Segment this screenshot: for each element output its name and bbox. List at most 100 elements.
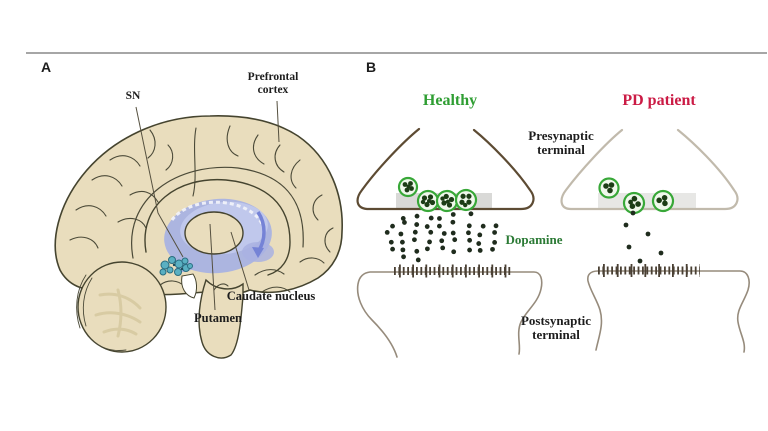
dopamine-molecule-dot <box>490 246 495 252</box>
annotation-pointer-lines <box>135 100 280 311</box>
dopamine-molecule-dot <box>645 231 651 237</box>
cerebellum-arbor-vitae <box>94 288 142 338</box>
healthy-dopamine-cloud <box>384 211 499 263</box>
presynaptic-terminal-label-line2: terminal <box>537 142 585 158</box>
dopamine-molecule-dot <box>477 248 483 253</box>
panel-a-label: A <box>41 59 52 75</box>
cerebellum <box>76 261 167 353</box>
dopamine-molecule-dot <box>637 258 643 264</box>
thalamus-hole <box>184 211 244 255</box>
postsynaptic-terminal-label-line2: terminal <box>532 327 580 343</box>
dopamine-molecule-dot <box>415 257 421 263</box>
dopamine-pathway-dashes <box>170 200 264 225</box>
dopamine-label: Dopamine <box>505 232 563 247</box>
dopamine-molecule-dot <box>401 254 406 260</box>
dopamine-molecule-dot <box>452 237 458 243</box>
dopamine-vesicle <box>651 189 675 213</box>
striatum-ring <box>164 198 274 274</box>
dopamine-molecule-dot <box>414 222 420 227</box>
healthy-synapse <box>356 127 543 358</box>
dopamine-molecule-dot <box>414 248 420 254</box>
dopamine-molecule-dot <box>400 216 406 221</box>
pd-vesicles <box>598 177 675 215</box>
dopamine-molecule-dot <box>466 230 471 236</box>
postsynaptic-terminal-label-line1: Postsynaptic <box>520 313 592 328</box>
postsynaptic-terminal-label: Postsynaptic terminal <box>520 313 592 343</box>
dopamine-molecule-dot <box>437 216 442 221</box>
dopamine-molecule-dot <box>414 213 420 219</box>
presynaptic-terminal-label-line1: Presynaptic <box>528 128 594 143</box>
caudate-nucleus-label: Caudate nucleus <box>226 289 316 303</box>
dopamine-molecule-dot <box>388 239 394 245</box>
top-divider-line <box>26 52 767 54</box>
dopamine-molecule-dot <box>493 223 499 229</box>
dopamine-molecule-dot <box>476 241 482 246</box>
dopamine-vesicle <box>397 176 419 198</box>
pd-patient-column-title: PD patient <box>622 92 696 109</box>
ventricle <box>181 273 197 299</box>
prefrontal-cortex-label-line2: cortex <box>257 83 289 96</box>
dopamine-molecule-dot <box>466 223 472 229</box>
sn-label: SN <box>125 90 141 102</box>
dopamine-molecule-dot <box>402 220 407 225</box>
dopamine-molecule-dot <box>424 246 430 252</box>
panel-b-label: B <box>366 59 377 75</box>
pd-presynaptic-terminal-outline <box>560 128 739 211</box>
brainstem <box>198 278 244 359</box>
dopamine-molecule-dot <box>399 239 405 245</box>
prefrontal-pointer-line <box>276 100 280 143</box>
dopamine-molecule-dot <box>626 244 632 250</box>
caudate-pointer-line <box>230 231 250 291</box>
dopamine-molecule-dot <box>412 237 417 243</box>
dopamine-molecule-dot <box>658 250 664 256</box>
dopamine-vesicle <box>454 188 478 212</box>
dopamine-vesicle <box>435 189 459 213</box>
dopamine-molecule-dot <box>384 229 390 235</box>
healthy-column-title: Healthy <box>422 92 478 109</box>
putamen-pointer-line <box>209 223 216 311</box>
dopamine-molecule-dot <box>439 238 445 244</box>
dopamine-molecule-dot <box>427 239 432 245</box>
dopamine-molecule-dot <box>450 212 456 217</box>
putamen-label: Putamen <box>194 311 242 325</box>
brain-illustration <box>54 100 343 359</box>
dopamine-molecule-dot <box>468 211 474 217</box>
dopamine-molecule-dot <box>467 237 473 243</box>
presynaptic-terminal-label: Presynaptic terminal <box>528 128 594 158</box>
dopamine-molecule-dot <box>412 229 418 235</box>
healthy-vesicles <box>397 176 478 213</box>
corpus-callosum-arcs <box>131 166 304 276</box>
dopamine-molecule-dot <box>480 223 486 229</box>
dopamine-molecule-dot <box>390 223 395 229</box>
dopamine-molecule-dot <box>450 230 456 236</box>
dopamine-vesicle <box>598 177 620 199</box>
dopamine-molecule-dot <box>451 249 457 255</box>
dopamine-molecule-dot <box>398 231 404 237</box>
dopamine-molecule-dot <box>440 245 446 251</box>
dopamine-molecule-dot <box>428 215 434 221</box>
dopamine-molecule-dot <box>492 239 498 245</box>
dopamine-molecule-dot <box>467 247 472 253</box>
dopamine-molecule-dot <box>441 231 447 236</box>
pd-postsynaptic-membrane <box>587 270 750 353</box>
prefrontal-cortex-label-line1: Prefrontal <box>247 71 299 83</box>
pathway-arrowhead <box>252 247 264 258</box>
dopamine-vesicle <box>622 191 646 215</box>
prefrontal-cortex-label: Prefrontal cortex <box>248 71 299 96</box>
dopamine-vesicle <box>416 189 440 213</box>
dopamine-molecule-dot <box>477 232 483 238</box>
dopamine-molecule-dot <box>424 224 430 229</box>
dopamine-molecule-dot <box>623 222 629 228</box>
dopamine-molecule-dot <box>437 223 442 229</box>
healthy-postsynaptic-membrane <box>356 271 543 358</box>
dopamine-molecule-dot <box>428 229 434 235</box>
dopamine-molecule-dot <box>492 230 498 235</box>
dopamine-molecule-dot <box>400 247 406 253</box>
sn-pointer-line <box>135 106 184 258</box>
substantia-nigra-cluster <box>159 256 193 276</box>
dopamine-molecule-dot <box>390 246 395 252</box>
pd-synapse <box>560 128 750 353</box>
pd-dopamine-cloud <box>623 210 664 264</box>
dopamine-molecule-dot <box>450 219 456 225</box>
